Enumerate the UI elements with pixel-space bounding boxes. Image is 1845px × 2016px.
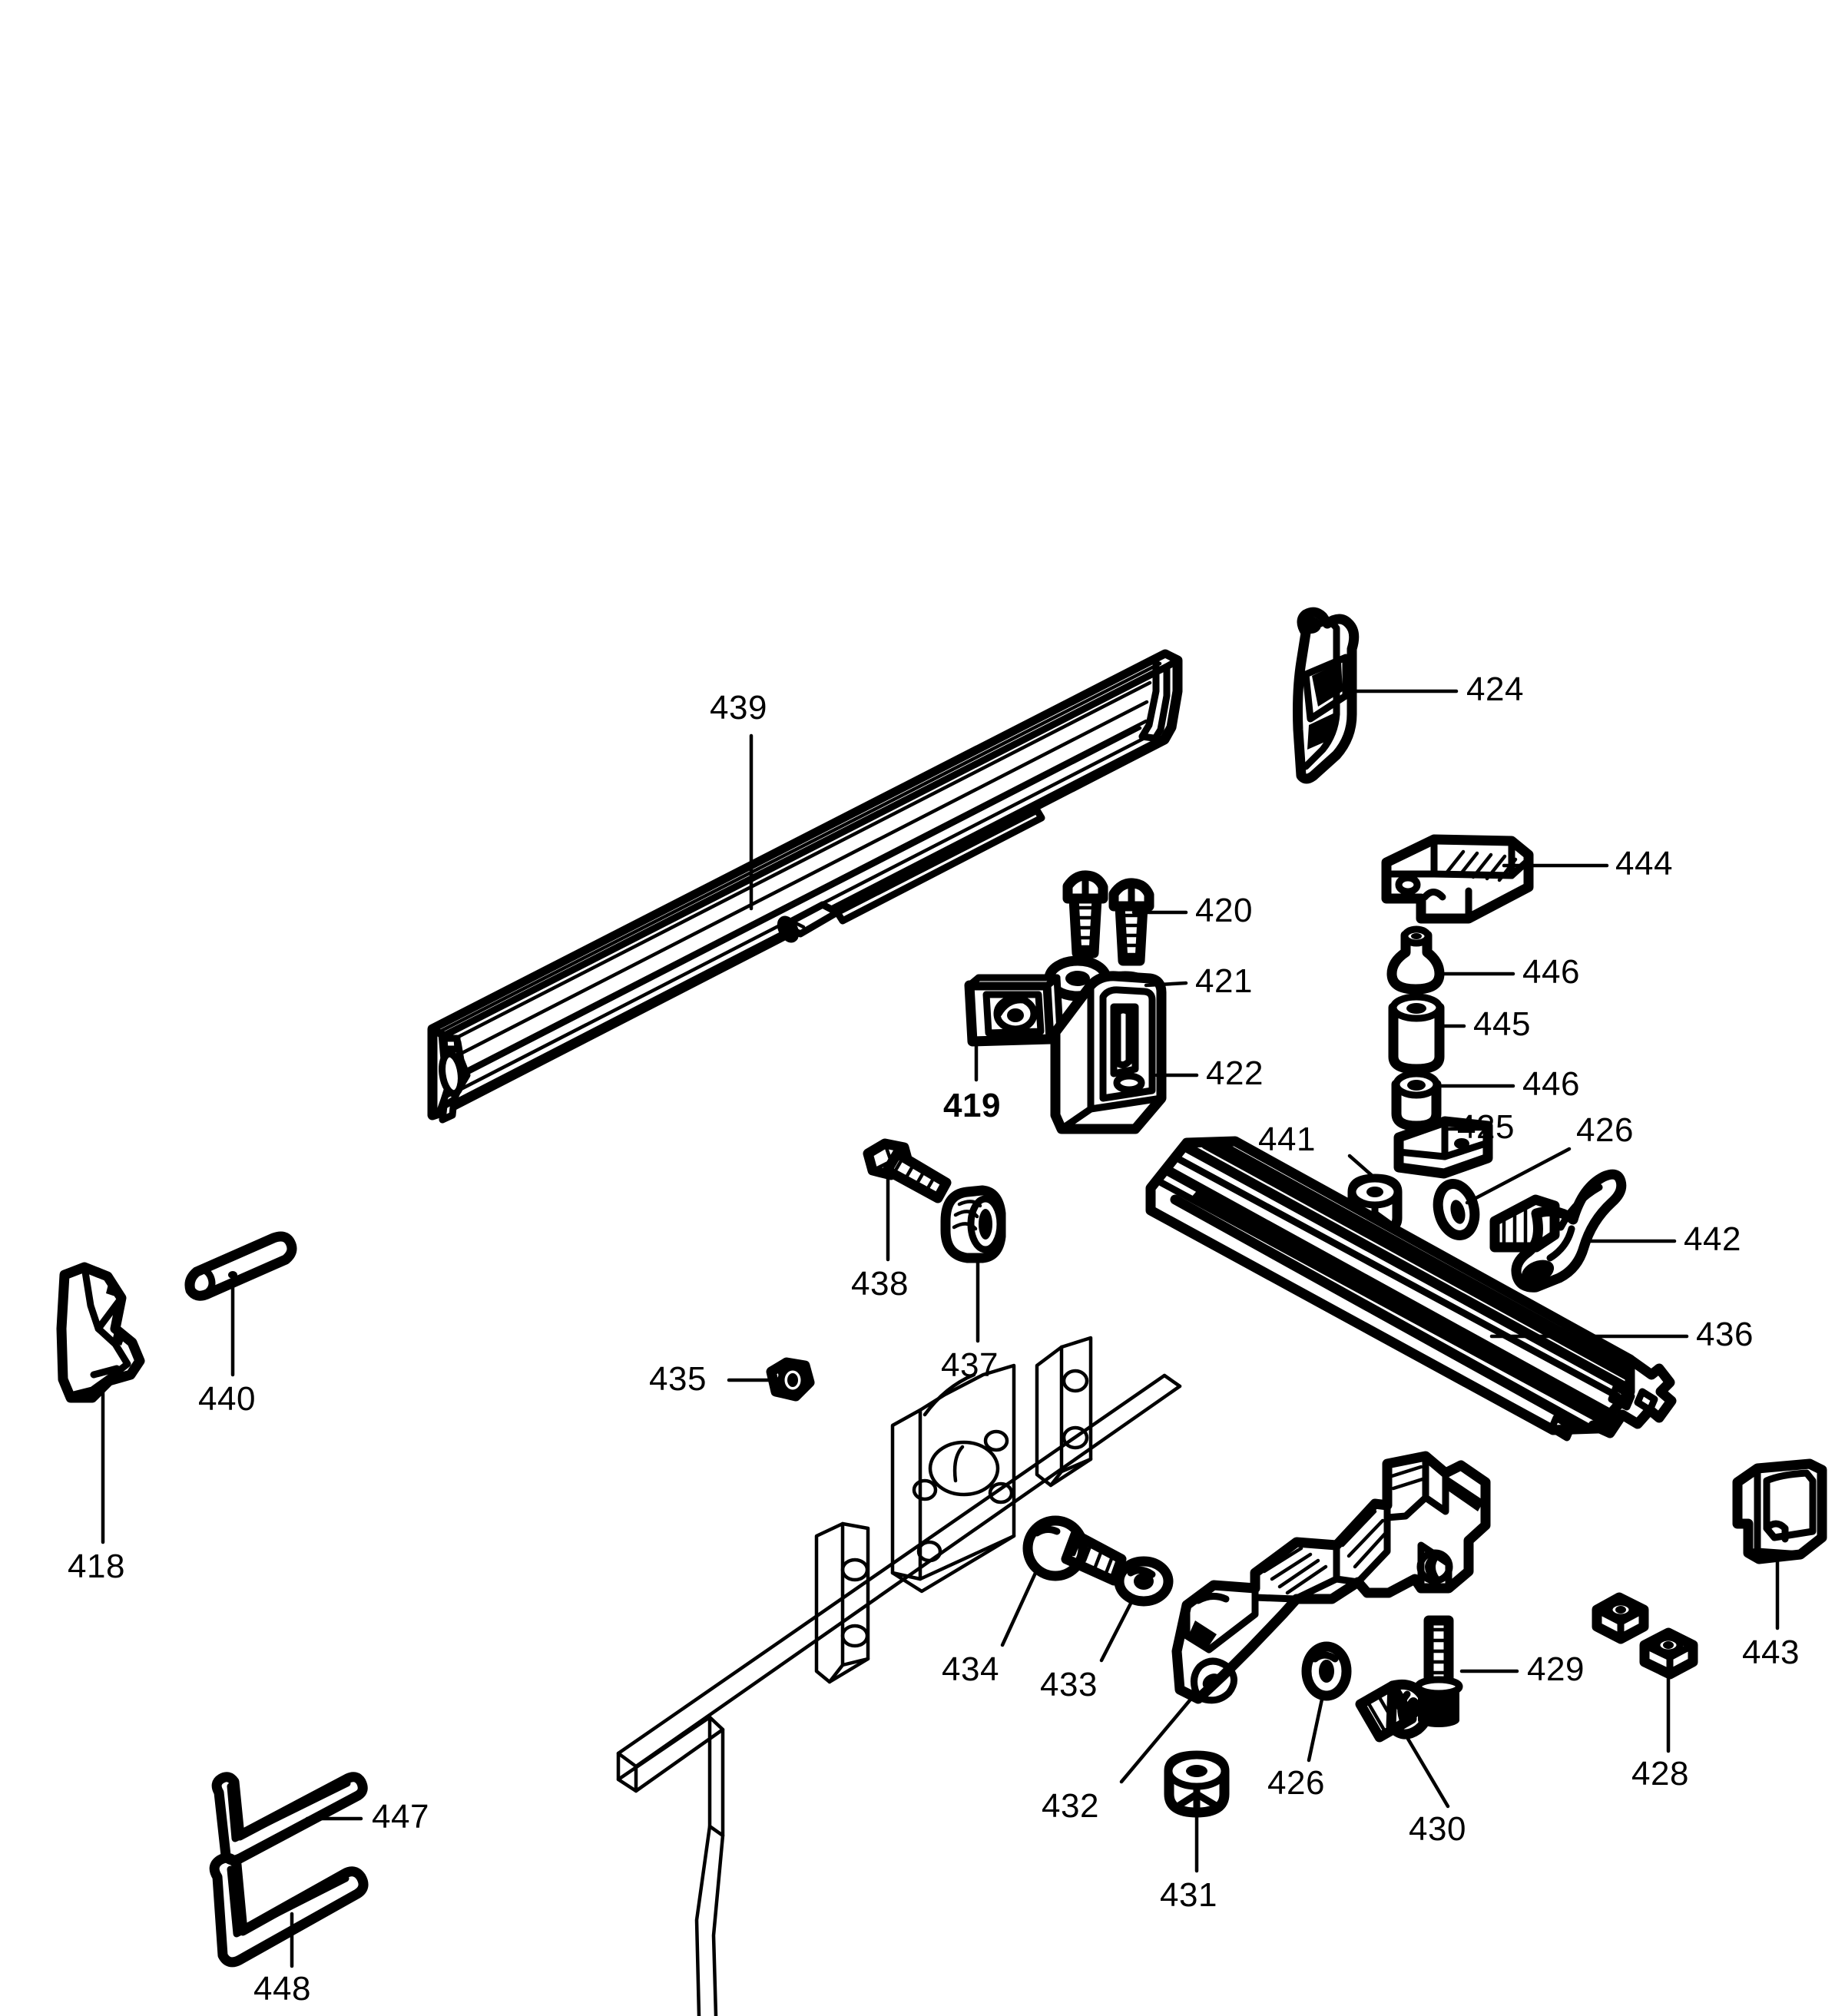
part-448-hex-key-large <box>209 1852 369 1968</box>
callout-428[interactable]: 428 <box>1631 1755 1689 1793</box>
part-440-roller-pin <box>184 1231 297 1301</box>
part-431-nylock-nut <box>1164 1750 1230 1818</box>
part-422-fence-end-bracket <box>1050 971 1167 1134</box>
callout-442[interactable]: 442 <box>1684 1220 1741 1258</box>
callout-446-upper[interactable]: 446 <box>1522 953 1580 991</box>
callout-424[interactable]: 424 <box>1466 670 1524 708</box>
part-425-rectangular-pad <box>1393 1116 1493 1179</box>
part-446-rubber-bushing-upper <box>1386 925 1445 995</box>
callout-422[interactable]: 422 <box>1206 1054 1264 1092</box>
callout-425[interactable]: 425 <box>1457 1108 1515 1146</box>
callout-443[interactable]: 443 <box>1742 1634 1800 1671</box>
callout-434[interactable]: 434 <box>942 1650 999 1688</box>
part-438-hex-head-bolt <box>863 1138 952 1203</box>
callout-441[interactable]: 441 <box>1258 1121 1316 1158</box>
part-439-fence-rail-extrusion <box>427 649 1183 1124</box>
callout-420[interactable]: 420 <box>1195 892 1253 929</box>
leader-lines <box>101 689 1780 1968</box>
callout-433[interactable]: 433 <box>1040 1666 1098 1703</box>
part-426-washer-small-lower <box>1301 1641 1352 1701</box>
part-432-fence-head-casting <box>1171 1451 1491 1704</box>
callout-437[interactable]: 437 <box>941 1346 999 1384</box>
part-419-cam-lock-plate <box>964 974 1064 1047</box>
part-444-clamp-shoe-block <box>1381 834 1534 924</box>
callout-448[interactable]: 448 <box>253 1970 311 2008</box>
callout-418[interactable]: 418 <box>68 1548 125 1585</box>
mounting-plate-assembly <box>814 1336 1093 1684</box>
callout-432[interactable]: 432 <box>1042 1787 1099 1825</box>
part-443-end-cap-right <box>1732 1458 1827 1564</box>
part-418-end-cap-left <box>56 1262 145 1403</box>
callout-429[interactable]: 429 <box>1527 1650 1585 1688</box>
callout-426-upper[interactable]: 426 <box>1576 1111 1634 1149</box>
callout-435[interactable]: 435 <box>649 1360 707 1398</box>
callout-439[interactable]: 439 <box>710 689 767 727</box>
callout-446-lower[interactable]: 446 <box>1522 1065 1580 1103</box>
part-446-rubber-bushing-lower <box>1391 1070 1442 1131</box>
part-445-spacer-sleeve <box>1388 993 1445 1074</box>
part-430-set-screw <box>1355 1679 1433 1743</box>
callout-431[interactable]: 431 <box>1160 1876 1217 1914</box>
part-436-guide-rail-extrusion <box>1145 1136 1677 1442</box>
part-434-ball-knob-screw <box>1022 1515 1127 1586</box>
callout-421[interactable]: 421 <box>1195 962 1253 1000</box>
callout-445[interactable]: 445 <box>1473 1005 1531 1043</box>
callout-419[interactable]: 419 <box>943 1087 1001 1124</box>
part-428-square-nut-upper <box>1592 1592 1649 1644</box>
part-442-clamp-lever-handle <box>1489 1169 1627 1293</box>
part-424-anti-kickback-pawl <box>1293 607 1360 784</box>
callout-444[interactable]: 444 <box>1615 845 1673 882</box>
callout-447[interactable]: 447 <box>372 1798 429 1836</box>
callout-430[interactable]: 430 <box>1409 1810 1466 1848</box>
part-435-hex-nut <box>766 1357 815 1402</box>
callout-426-lower[interactable]: 426 <box>1267 1764 1325 1802</box>
part-433-washer-knob <box>1114 1556 1174 1607</box>
callout-440[interactable]: 440 <box>198 1380 256 1418</box>
callout-438[interactable]: 438 <box>851 1265 909 1303</box>
callout-436[interactable]: 436 <box>1696 1316 1754 1353</box>
part-426-washer-small-upper <box>1433 1179 1480 1240</box>
part-428-square-nut-lower <box>1639 1627 1698 1680</box>
part-420-pan-head-screw-pair <box>1062 870 1154 966</box>
part-437-knurled-bushing <box>940 1185 1006 1263</box>
